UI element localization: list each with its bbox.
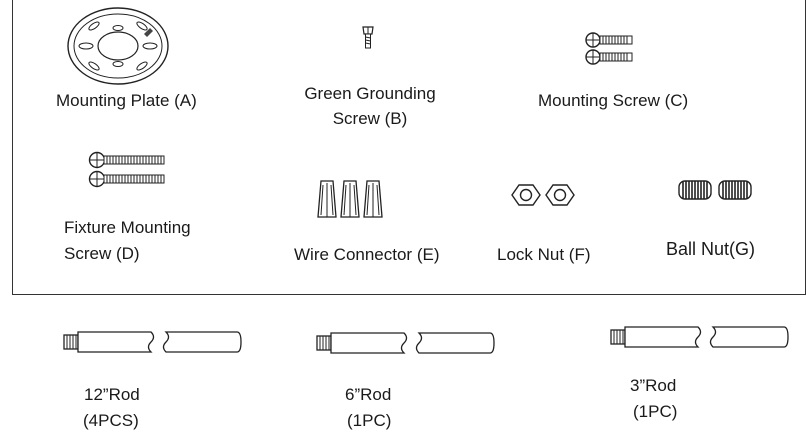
ball-nut-icon — [678, 180, 752, 200]
ball-nut-label: Ball Nut(G) — [666, 239, 756, 259]
parts-frame-right-edge — [804, 0, 806, 295]
fixture-mounting-screw-icon — [88, 151, 165, 188]
grounding-screw-icon — [362, 26, 374, 49]
rod-12-label-2: (4PCS) — [83, 411, 139, 430]
mounting-screw-icon — [585, 32, 633, 65]
grounding-screw-label-1: Green Grounding — [304, 84, 436, 103]
parts-frame — [12, 0, 806, 295]
mounting-plate-label: Mounting Plate (A) — [56, 91, 197, 110]
rod-6-icon — [316, 332, 495, 354]
fixture-mounting-screw-label-1: Fixture Mounting — [64, 218, 191, 237]
rod-6-label-1: 6”Rod — [345, 385, 392, 404]
rod-3-label-1: 3”Rod — [630, 376, 677, 395]
rod-6-label-2: (1PC) — [347, 411, 392, 430]
wire-connector-label: Wire Connector (E) — [294, 245, 440, 264]
rod-12-icon — [63, 331, 242, 353]
lock-nut-icon — [511, 184, 575, 206]
grounding-screw-label-2: Screw (B) — [332, 109, 408, 128]
rod-3-icon — [610, 326, 789, 348]
lock-nut-label: Lock Nut (F) — [497, 245, 591, 264]
fixture-mounting-screw-label-2: Screw (D) — [64, 244, 140, 263]
wire-connector-icon — [317, 180, 383, 218]
mounting-screw-label: Mounting Screw (C) — [538, 91, 689, 110]
rod-3-label-2: (1PC) — [633, 402, 678, 421]
rod-12-label-1: 12”Rod — [84, 385, 140, 404]
mounting-plate-icon — [67, 7, 169, 85]
